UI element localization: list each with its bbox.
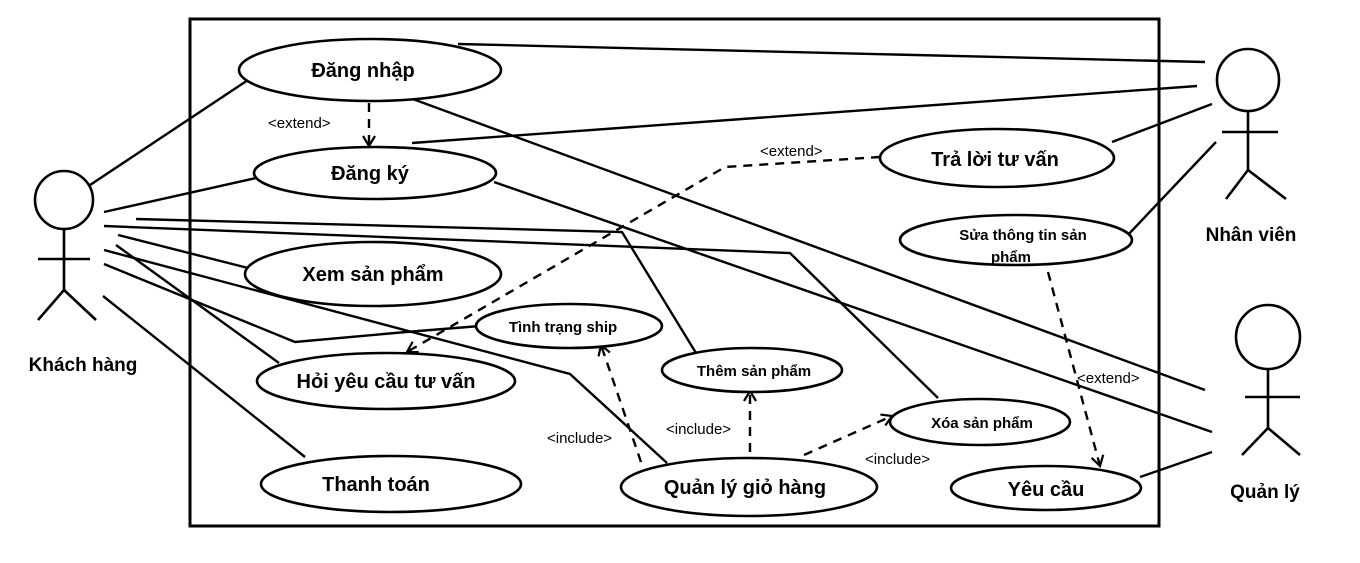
use-case-ask-advice[interactable]: Hỏi yêu cầu tư vấn [255,351,517,411]
extend-label-answer: <extend> [760,143,823,160]
svg-text:Trả lời tư vấn: Trả lời tư vấn [931,149,1059,171]
include-label-add: <include> [666,421,731,438]
use-case-delete-product[interactable]: Xóa sản phẩm [888,397,1072,447]
actor-manager-label: Quản lý [1230,482,1300,503]
svg-text:Đăng ký: Đăng ký [331,163,410,185]
actor-staff-label: Nhân viên [1206,225,1297,246]
use-case-edit-product[interactable]: Sửa thông tin sản phẩm [898,213,1134,267]
association-lines [89,42,1217,479]
svg-text:Yêu cầu: Yêu cầu [1008,479,1085,501]
svg-text:Sửa thông tin sản: Sửa thông tin sản [959,227,1087,244]
actor-customer-icon [33,169,97,321]
actor-customer-label: Khách hàng [29,355,138,376]
include-label-delete: <include> [865,451,930,468]
svg-text:Thêm sản phẩm: Thêm sản phẩm [697,363,811,380]
svg-text:Xem sản phẩm: Xem sản phẩm [302,264,443,286]
svg-text:Hỏi yêu cầu tư vấn: Hỏi yêu cầu tư vấn [297,371,476,393]
svg-text:Thanh toán: Thanh toán [322,474,430,496]
svg-text:Xóa sản phẩm: Xóa sản phẩm [931,415,1033,432]
use-case-cart-management[interactable]: Quản lý giỏ hàng [619,456,879,518]
svg-text:Tình trạng ship: Tình trạng ship [509,319,617,336]
extend-label-request: <extend> [1077,370,1140,387]
use-case-view-products[interactable]: Xem sản phẩm [243,240,503,308]
use-case-ship-status[interactable]: Tình trạng ship [474,302,664,350]
dependency-lines [362,103,1105,469]
svg-text:Đăng nhập: Đăng nhập [311,60,414,82]
use-case-request[interactable]: Yêu cầu [949,464,1143,512]
svg-text:phẩm: phẩm [991,249,1031,266]
use-case-login[interactable]: Đăng nhập [237,37,503,103]
include-label-ship: <include> [547,430,612,447]
actor-staff-icon [1215,47,1287,201]
actor-manager-icon [1234,303,1302,456]
use-case-add-product[interactable]: Thêm sản phẩm [660,346,844,394]
svg-text:Quản lý giỏ hàng: Quản lý giỏ hàng [664,477,826,499]
use-case-payment[interactable]: Thanh toán [259,454,523,514]
use-case-register[interactable]: Đăng ký [252,145,498,201]
extend-label-register: <extend> [268,115,331,132]
use-case-answer-advice[interactable]: Trả lời tư vấn [878,127,1116,189]
